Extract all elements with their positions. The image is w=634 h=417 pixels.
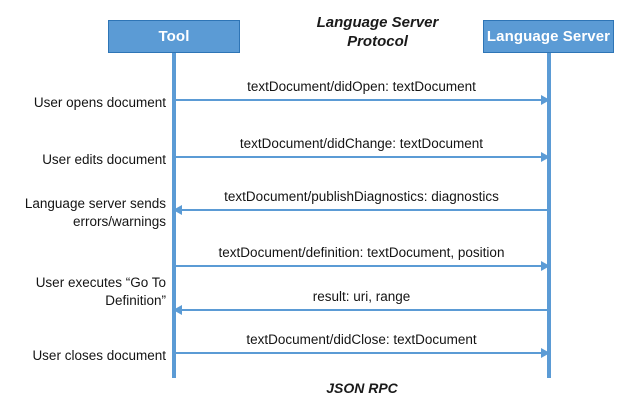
diagram-footer: JSON RPC <box>326 380 398 396</box>
message-caption: textDocument/publishDiagnostics: diagnos… <box>224 189 499 204</box>
arrowhead-right-icon <box>541 152 550 162</box>
message-did-close[interactable]: textDocument/didClose: textDocument <box>174 332 550 358</box>
message-line <box>174 265 549 267</box>
message-caption: textDocument/definition: textDocument, p… <box>218 245 505 260</box>
message-definition[interactable]: textDocument/definition: textDocument, p… <box>174 245 550 271</box>
message-line <box>174 99 549 101</box>
step-label-diagnostics: Language server sends errors/warnings <box>24 196 166 229</box>
message-publish-diagnostics[interactable]: textDocument/publishDiagnostics: diagnos… <box>173 189 549 215</box>
participant-box-language-server[interactable]: Language Server <box>483 20 614 53</box>
message-did-open[interactable]: textDocument/didOpen: textDocument <box>174 79 550 105</box>
arrowhead-right-icon <box>541 95 550 105</box>
lifeline-language-server <box>547 53 551 378</box>
message-caption: textDocument/didOpen: textDocument <box>247 79 476 94</box>
message-line <box>174 156 549 158</box>
participant-label-tool: Tool <box>158 28 190 45</box>
participant-box-tool[interactable]: Tool <box>108 20 240 53</box>
message-line <box>174 352 549 354</box>
arrowhead-left-icon <box>173 305 182 315</box>
step-label-goto-definition: User executes “Go To Definition” <box>35 275 166 308</box>
message-caption: textDocument/didClose: textDocument <box>246 332 477 347</box>
step-label-edit: User edits document <box>42 152 166 167</box>
message-caption: result: uri, range <box>312 289 411 304</box>
message-line <box>174 209 549 211</box>
arrowhead-left-icon <box>173 205 182 215</box>
step-label-close: User closes document <box>32 348 166 363</box>
message-caption: textDocument/didChange: textDocument <box>239 136 484 151</box>
message-did-change[interactable]: textDocument/didChange: textDocument <box>174 136 550 162</box>
step-label-open: User opens document <box>33 95 166 110</box>
message-result[interactable]: result: uri, range <box>173 289 549 315</box>
diagram-title: Language Server Protocol <box>316 14 439 50</box>
message-line <box>174 309 549 311</box>
lifeline-tool <box>172 53 176 378</box>
participant-label-language-server: Language Server <box>486 28 611 45</box>
arrowhead-right-icon <box>541 261 550 271</box>
arrowhead-right-icon <box>541 348 550 358</box>
